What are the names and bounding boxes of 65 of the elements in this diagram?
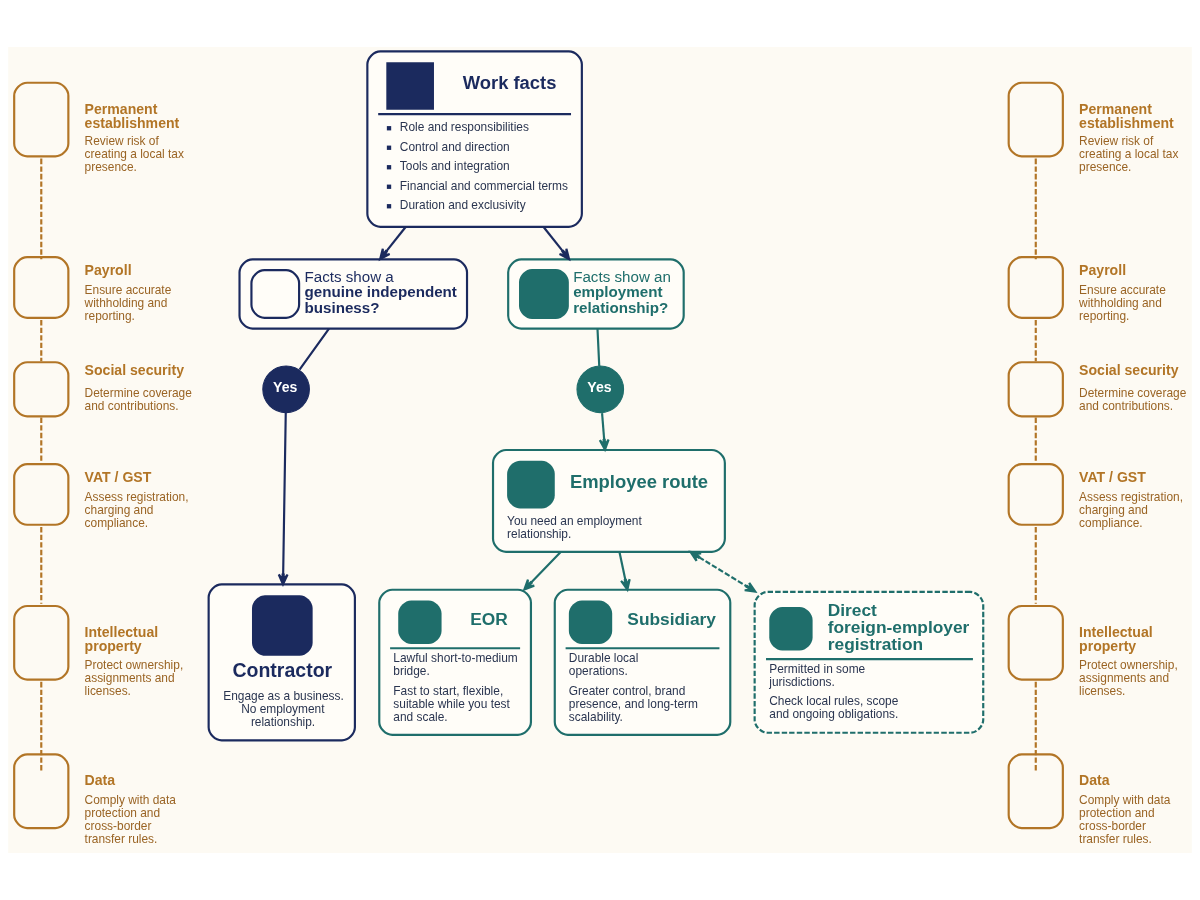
- connector: [1034, 320, 1037, 362]
- connector: [1034, 526, 1037, 604]
- node-box: [13, 463, 70, 526]
- node-label: Comply with data protection and cross-border transfer rules.: [84, 793, 176, 847]
- node-label: Social security: [84, 362, 184, 379]
- connector: [1034, 158, 1037, 260]
- node-box: Subsidiary Durable local operations. Greater control, brand presence, and long-term scalability.: [553, 588, 732, 736]
- node-box: [1007, 361, 1064, 418]
- arrow: [618, 551, 631, 591]
- node-label: Protect ownership, assignments and licenses.: [84, 657, 184, 698]
- connector: [298, 328, 330, 371]
- node-box: EOR Lawful short-to-medium bridge. Fast to start, flexible, suitable while you test and scale.: [378, 588, 533, 736]
- arrow: [689, 550, 757, 593]
- node-box: [13, 256, 70, 319]
- arrow: [277, 413, 289, 586]
- connector: [40, 417, 43, 462]
- node-label: VAT / GST: [1079, 468, 1146, 485]
- node-label: Intellectual property: [1079, 623, 1153, 654]
- node-label: VAT / GST: [84, 468, 152, 485]
- node-label: Review risk of creating a local tax presence.: [1079, 134, 1179, 175]
- node-label: Assess registration, charging and compliance.: [84, 489, 189, 530]
- node-label: Assess registration, charging and compliance.: [1079, 489, 1183, 530]
- connector: [596, 328, 601, 367]
- node-circle: Yes: [576, 365, 625, 414]
- connector: [1034, 681, 1037, 773]
- node-box: [1007, 753, 1064, 830]
- node-label: Determine coverage and contributions.: [84, 386, 192, 414]
- node-label: Ensure accurate withholding and reporting.: [1079, 282, 1166, 323]
- node-box: [13, 753, 70, 830]
- arrow: [598, 413, 610, 451]
- node-circle: Yes: [262, 365, 310, 414]
- node-box: [13, 81, 70, 158]
- node-label: Payroll: [1079, 261, 1127, 278]
- arrow: [523, 551, 562, 591]
- node-box: Contractor Engage as a business. No employment relationship.: [207, 583, 356, 742]
- node-label: Permanent establishment: [1079, 100, 1174, 131]
- node-label: Comply with data protection and cross-border transfer rules.: [1079, 793, 1171, 847]
- node-label: Permanent establishment: [84, 100, 180, 131]
- arrow: [379, 226, 407, 261]
- node-box: [1007, 81, 1064, 158]
- node-box: Direct foreign-employer registration Permitted in some jurisdictions. Check local rules, scope and ongoing obligations.: [753, 590, 985, 734]
- node-box: Work facts Role and responsibilities Control and direction Tools and integration Financial and commercial terms Duration and exclusivity: [366, 50, 583, 228]
- node-label: Data: [84, 772, 116, 789]
- node-label: Intellectual property: [84, 623, 159, 654]
- node-box: [1007, 463, 1064, 526]
- node-box: [1007, 256, 1064, 319]
- node-label: Data: [1079, 772, 1110, 789]
- node-label: Protect ownership, assignments and licenses.: [1079, 657, 1178, 698]
- node-label: Review risk of creating a local tax presence.: [84, 134, 184, 175]
- node-label: Ensure accurate withholding and reporting.: [84, 282, 172, 323]
- node-box: Facts show a genuine independent business?: [238, 258, 469, 330]
- arrow: [542, 226, 571, 261]
- node-box: [1007, 604, 1064, 681]
- connector: [40, 681, 43, 773]
- connector: [1034, 417, 1037, 462]
- node-box: [13, 604, 70, 681]
- node-label: Determine coverage and contributions.: [1079, 386, 1187, 414]
- node-box: Facts show an employment relationship?: [507, 258, 685, 330]
- node-box: Employee route You need an employment relationship.: [491, 448, 726, 553]
- connector: [40, 526, 43, 604]
- node-label: Social security: [1079, 362, 1179, 379]
- connector: [40, 320, 43, 362]
- node-box: [13, 361, 70, 418]
- connector: [40, 158, 43, 260]
- node-label: Payroll: [84, 261, 132, 278]
